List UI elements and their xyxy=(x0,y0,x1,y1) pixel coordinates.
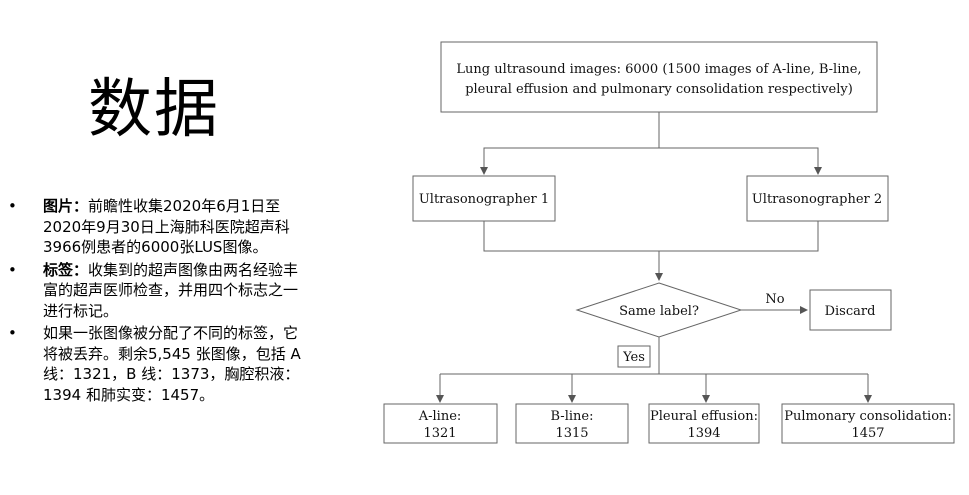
ultrasonographer-2-label: Ultrasonographer 2 xyxy=(752,192,882,207)
result-name-a-line: A-line: xyxy=(418,409,462,424)
yes-box xyxy=(617,345,651,368)
yes-label: Yes xyxy=(622,350,645,365)
discard-label: Discard xyxy=(825,304,876,319)
connector xyxy=(480,112,660,175)
bullet-marker: • xyxy=(8,197,17,215)
result-name-pulmonary-consolidation: Pulmonary consolidation: xyxy=(784,409,952,424)
decision-label: Same label? xyxy=(619,304,699,319)
connector xyxy=(483,221,819,252)
result-name-pleural-effusion: Pleural effusion: xyxy=(650,409,758,424)
bullet-marker: • xyxy=(8,324,17,342)
result-box-pulmonary-consolidation xyxy=(781,403,955,444)
no-label: No xyxy=(765,292,784,307)
bullet-label: 图片： xyxy=(43,197,89,215)
top-box-line2: pleural effusion and pulmonary consolida… xyxy=(465,82,853,97)
result-count-b-line: 1315 xyxy=(555,426,588,441)
bullet-item-images: • 图片：前瞻性收集2020年6月1日至2020年9月30日上海肺科医院超声科3… xyxy=(8,196,308,258)
result-box-pleural-effusion xyxy=(648,403,760,444)
slide-title: 数据 xyxy=(88,73,220,147)
bullet-item-labels: • 标签：收集到的超声图像由两名经验丰富的超声医师检查，并用四个标志之一进行标记… xyxy=(8,260,308,322)
ultrasonographer-2-box xyxy=(746,175,889,222)
result-count-pulmonary-consolidation: 1457 xyxy=(851,426,884,441)
ultrasonographer-1-box xyxy=(412,175,556,222)
result-box-b-line xyxy=(515,403,629,444)
bullet-text: 前瞻性收集2020年6月1日至2020年9月30日上海肺科医院超声科3966例患… xyxy=(43,197,290,256)
bullet-text: 收集到的超声图像由两名经验丰富的超声医师检查，并用四个标志之一进行标记。 xyxy=(43,260,299,320)
bullet-list: • 图片：前瞻性收集2020年6月1日至2020年9月30日上海肺科医院超声科3… xyxy=(8,196,308,407)
top-box-line1: Lung ultrasound images: 6000 (1500 image… xyxy=(456,62,861,77)
result-count-a-line: 1321 xyxy=(423,426,456,441)
result-name-b-line: B-line: xyxy=(551,409,594,424)
bullet-label: 标签： xyxy=(43,260,89,279)
top-box xyxy=(440,41,878,113)
result-count-pleural-effusion: 1394 xyxy=(687,426,720,441)
connector xyxy=(659,147,822,175)
result-box-a-line xyxy=(383,403,498,444)
bullet-item-discard: • 如果一张图像被分配了不同的标签，它将被丢弃。剩余5,545 张图像，包括 A… xyxy=(8,323,308,405)
bullet-marker: • xyxy=(8,260,17,279)
bullet-text: 如果一张图像被分配了不同的标签，它将被丢弃。剩余5,545 张图像，包括 A 线… xyxy=(43,324,301,404)
ultrasonographer-1-label: Ultrasonographer 1 xyxy=(419,192,549,207)
discard-box xyxy=(809,289,892,331)
